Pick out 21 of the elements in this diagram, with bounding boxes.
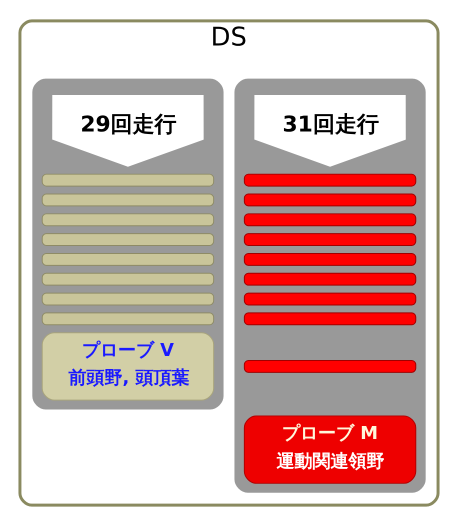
node-bar [244, 212, 416, 226]
node-bar [42, 272, 214, 286]
node-bar [244, 359, 416, 372]
node-bar [244, 193, 416, 206]
node-bar [244, 312, 416, 325]
cluster [32, 78, 224, 409]
node-bar [42, 252, 214, 266]
node-bar [244, 173, 416, 186]
node-bar [244, 252, 416, 266]
node-bar [244, 272, 416, 286]
node-bar [42, 173, 214, 186]
node-bar [42, 312, 214, 325]
node-bar [42, 232, 214, 246]
node-bar [42, 193, 214, 206]
node-box: プローブ M 運動関連領野 [244, 414, 416, 484]
cluster [234, 78, 426, 492]
node-bar [244, 292, 416, 305]
node-bar [244, 232, 416, 246]
node-box: プローブ V 前頭野, 頭頂葉 [42, 332, 214, 400]
node-bar [42, 292, 214, 305]
node-bar [42, 212, 214, 226]
